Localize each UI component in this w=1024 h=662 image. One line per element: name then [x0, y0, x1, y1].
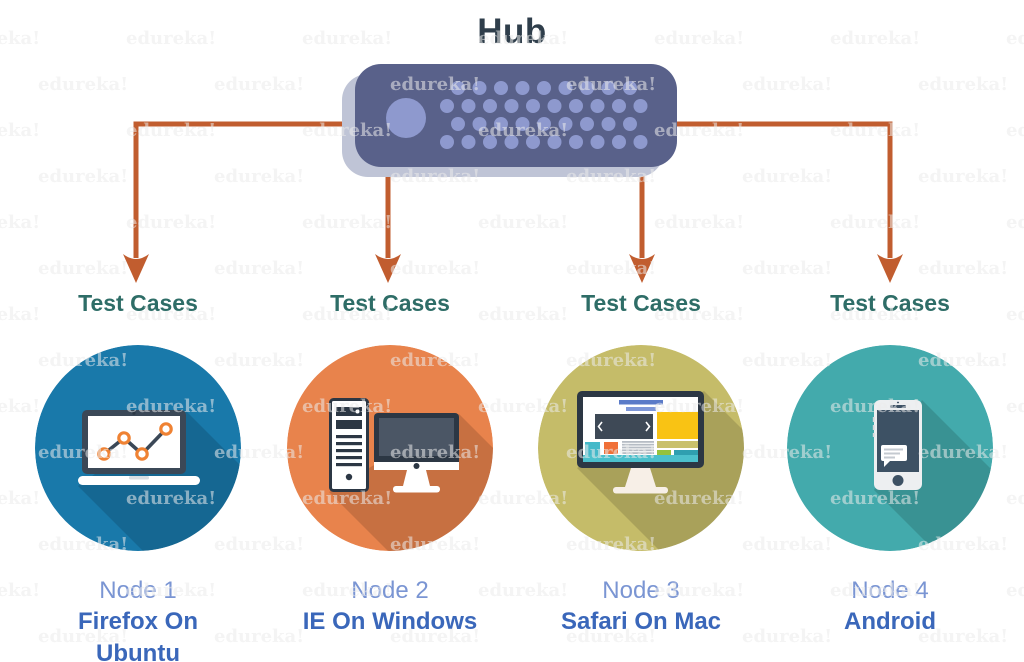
test-cases-label: Test Cases [78, 290, 198, 316]
node-1-column: Test Cases Node 1 [35, 288, 241, 662]
hub-title: Hub [477, 12, 547, 51]
monitor-webpage-icon [577, 391, 704, 494]
node-name: Node 3 [602, 577, 680, 604]
hub-device-illustration [342, 64, 677, 177]
node-2-column: Test Cases [287, 288, 493, 638]
test-cases-label: Test Cases [581, 290, 701, 316]
node-3-column: Test Cases [538, 288, 744, 638]
node-4-circle [787, 345, 993, 551]
arrow-hub-to-node-1 [123, 121, 360, 283]
node-3-circle [538, 345, 744, 551]
test-cases-label: Test Cases [330, 290, 450, 316]
node-4-column: Test Cases [787, 288, 993, 638]
desktop-computer-icon [329, 398, 459, 493]
node-name: Node 2 [351, 577, 429, 604]
hub-vent-dots [440, 81, 648, 149]
node-platform: Safari On Mac [560, 608, 722, 635]
node-platform: Firefox On Ubuntu [77, 608, 198, 662]
smartphone-icon [872, 400, 922, 490]
arrow-hub-to-node-4 [672, 121, 903, 283]
node-name: Node 4 [851, 577, 929, 604]
laptop-line-chart-icon [78, 410, 200, 485]
node-platform: Android [844, 608, 936, 635]
test-cases-label: Test Cases [830, 290, 950, 316]
hub-power-button [386, 98, 426, 138]
node-1-circle [35, 345, 241, 551]
node-platform: IE On Windows [302, 608, 478, 635]
node-2-circle [287, 345, 493, 551]
node-name: Node 1 [99, 577, 177, 604]
